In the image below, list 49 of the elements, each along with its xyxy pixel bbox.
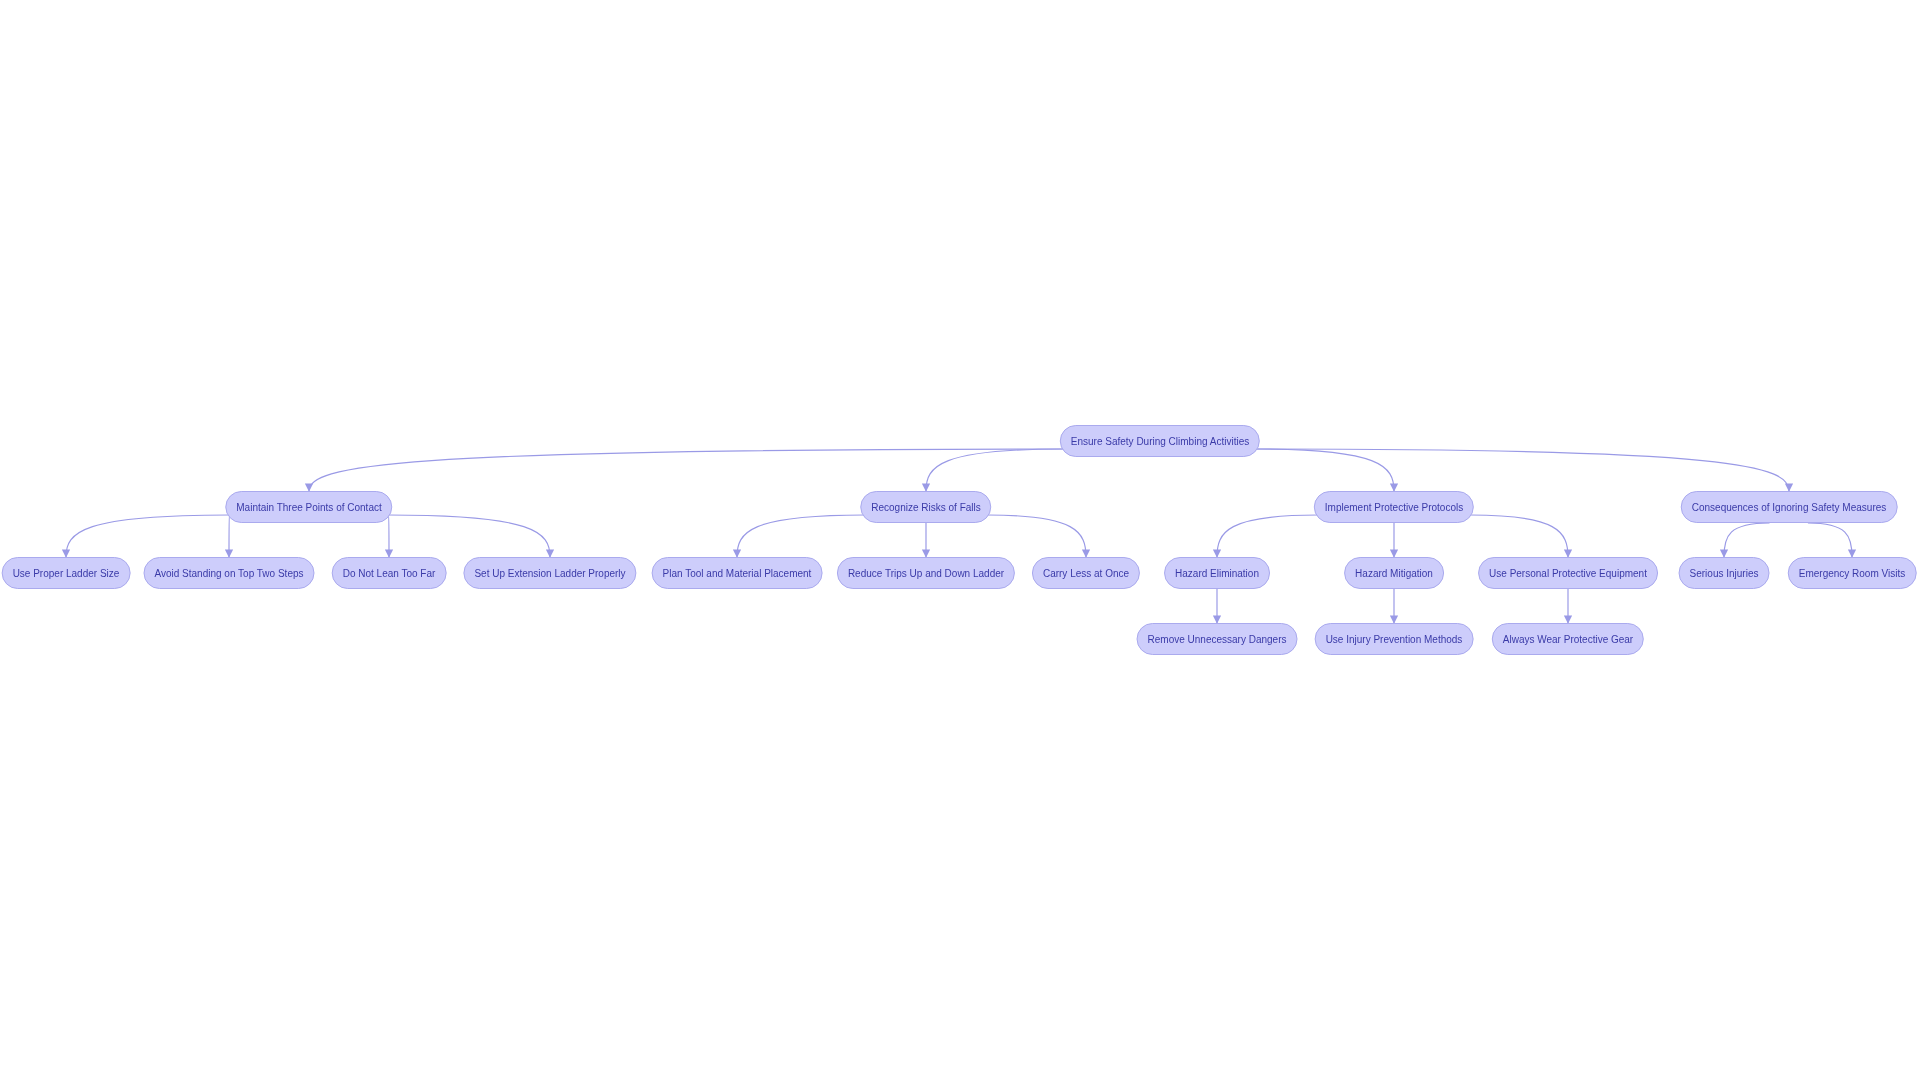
node-label: Use Proper Ladder Size xyxy=(12,567,120,579)
process-node xyxy=(860,491,992,523)
process-node xyxy=(1787,557,1917,589)
process-node xyxy=(1059,425,1261,457)
arrow xyxy=(62,514,230,558)
node-label: Recognize Risks of Falls xyxy=(871,501,981,513)
node-label: Always Wear Protective Gear xyxy=(1502,633,1634,645)
process-node xyxy=(1491,623,1645,655)
process-node xyxy=(1136,623,1298,655)
arrow xyxy=(1389,588,1399,624)
process-node xyxy=(331,557,447,589)
process-node xyxy=(225,491,393,523)
arrow xyxy=(1563,588,1573,624)
node-label: Ensure Safety During Climbing Activities xyxy=(1070,435,1250,447)
process-node xyxy=(1680,491,1898,523)
node-label: Use Personal Protective Equipment xyxy=(1489,567,1647,579)
process-node xyxy=(1344,557,1444,589)
node-label: Avoid Standing on Top Two Steps xyxy=(154,567,304,579)
node-label: Reduce Trips Up and Down Ladder xyxy=(847,567,1005,579)
process-node xyxy=(1,557,131,589)
node-label: Remove Unnecessary Dangers xyxy=(1147,633,1287,645)
process-node xyxy=(651,557,823,589)
arrow xyxy=(733,514,865,558)
arrow xyxy=(987,514,1090,558)
node-label: Use Injury Prevention Methods xyxy=(1325,633,1463,645)
process-node xyxy=(1031,557,1141,589)
node-label: Set Up Extension Ladder Properly xyxy=(474,567,626,579)
process-node xyxy=(1314,623,1474,655)
node-label: Serious Injuries xyxy=(1689,567,1759,579)
arrow xyxy=(388,514,554,558)
node-label: Hazard Mitigation xyxy=(1355,567,1433,579)
process-node xyxy=(1164,557,1270,589)
node-label: Do Not Lean Too Far xyxy=(342,567,436,579)
node-label: Carry Less at Once xyxy=(1042,567,1130,579)
node-label: Maintain Three Points of Contact xyxy=(236,501,382,513)
arrow xyxy=(1389,522,1399,558)
node-label: Emergency Room Visits xyxy=(1798,567,1906,579)
process-node xyxy=(836,557,1016,589)
process-node xyxy=(463,557,637,589)
node-label: Implement Protective Protocols xyxy=(1324,501,1464,513)
process-node xyxy=(143,557,315,589)
process-node xyxy=(1678,557,1770,589)
node-label: Consequences of Ignoring Safety Measures xyxy=(1691,501,1887,513)
arrow xyxy=(921,522,931,558)
node-label: Hazard Elimination xyxy=(1175,567,1259,579)
process-node xyxy=(1313,491,1475,523)
arrow xyxy=(1212,588,1222,624)
process-node xyxy=(1478,557,1658,589)
node-label: Plan Tool and Material Placement xyxy=(662,567,812,579)
